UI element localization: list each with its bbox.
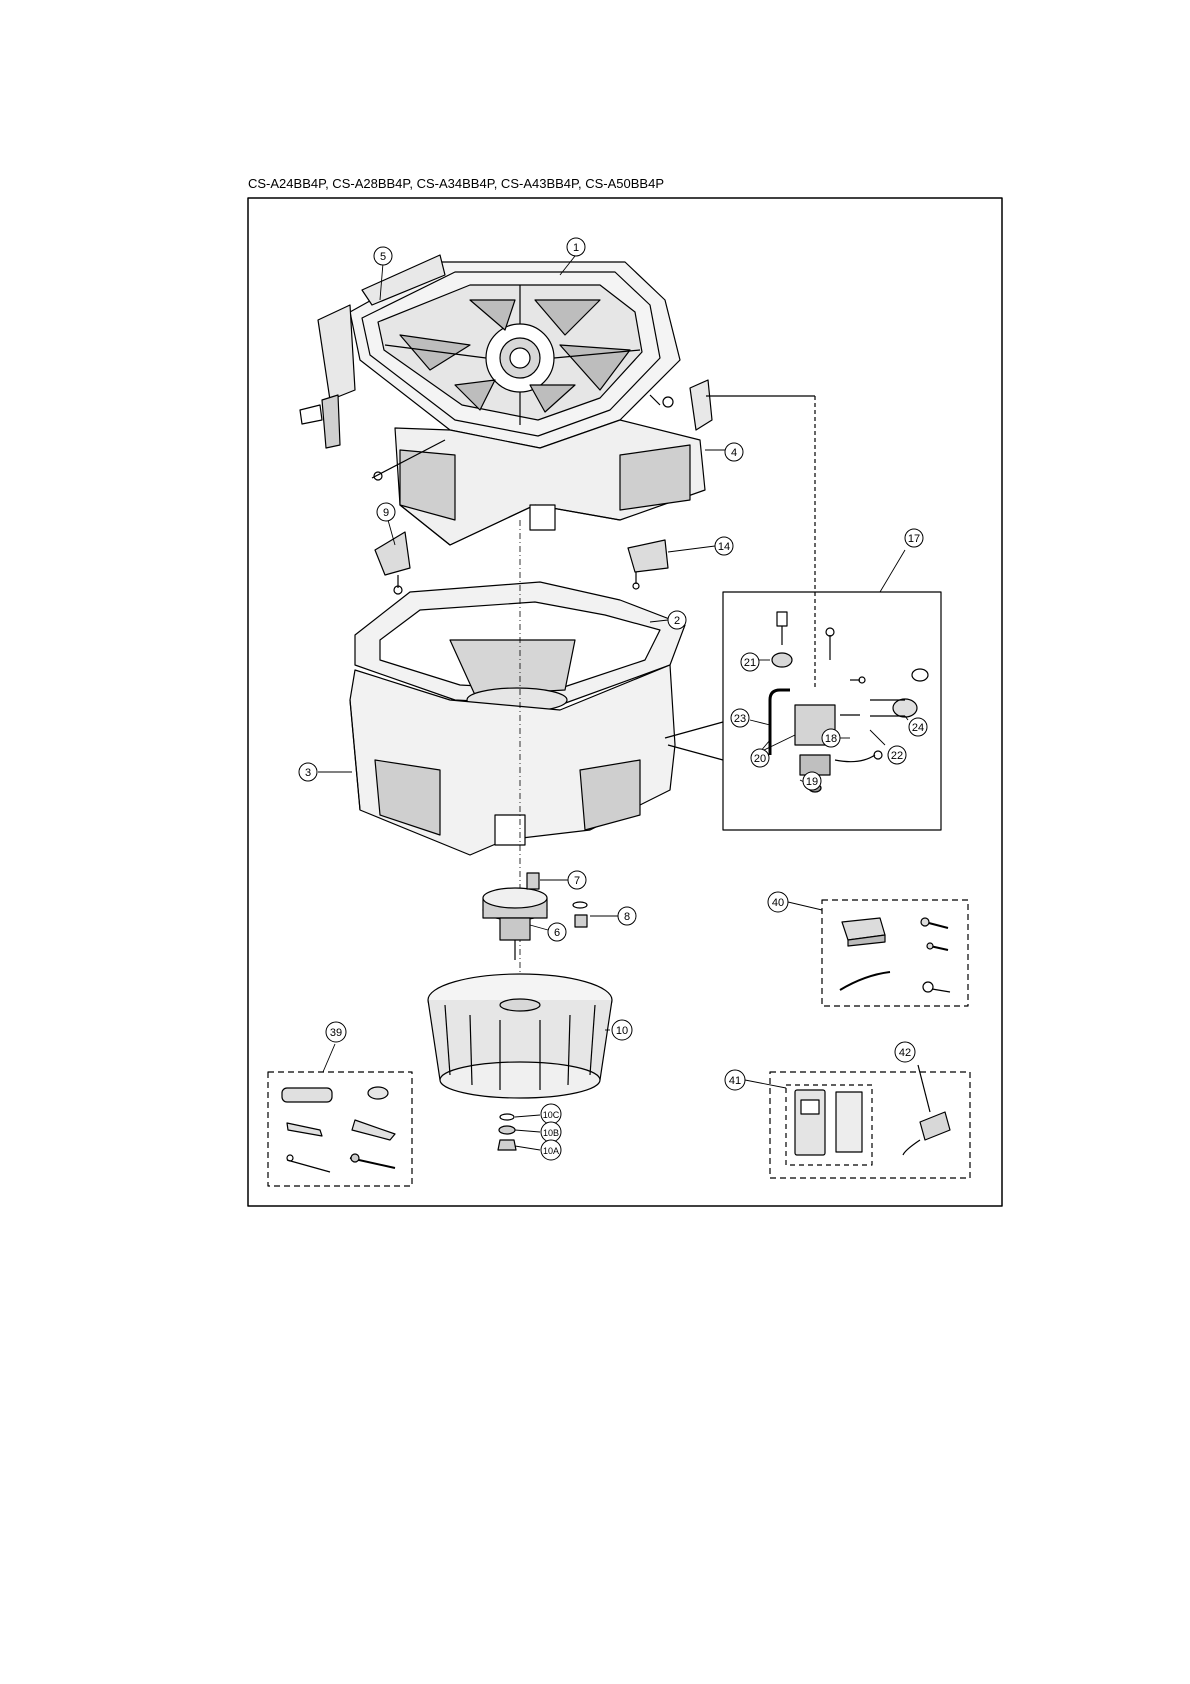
- accessory-box-39: [268, 1072, 412, 1186]
- callout-21: 21: [744, 657, 756, 669]
- callout-39: 39: [330, 1027, 342, 1039]
- part-7-bushing: [527, 873, 539, 889]
- callout-10c: 10C: [543, 1110, 560, 1120]
- callout-7: 7: [574, 875, 580, 887]
- callout-42: 42: [899, 1047, 911, 1059]
- fan-motor: [483, 888, 547, 960]
- accessory-box-41-42: [770, 1065, 970, 1178]
- callout-10b: 10B: [543, 1128, 559, 1138]
- accessory-box-40: [822, 900, 968, 1006]
- callout-6: 6: [554, 927, 560, 939]
- callout-19: 19: [806, 776, 818, 788]
- callout-22: 22: [891, 750, 903, 762]
- callout-23: 23: [734, 713, 746, 725]
- callout-1: 1: [573, 242, 579, 254]
- callout-20: 20: [754, 753, 766, 765]
- turbo-fan: [428, 974, 612, 1098]
- callout-10a: 10A: [543, 1146, 559, 1156]
- callout-5: 5: [380, 251, 386, 263]
- callout-14: 14: [718, 541, 730, 553]
- fan-fasteners: [498, 1114, 516, 1150]
- part-8-washers: [573, 902, 587, 927]
- callout-2: 2: [674, 615, 680, 627]
- callout-4: 4: [731, 447, 737, 459]
- callout-9: 9: [383, 507, 389, 519]
- callout-41: 41: [729, 1075, 741, 1087]
- callout-10: 10: [616, 1025, 628, 1037]
- callout-3: 3: [305, 767, 311, 779]
- callout-8: 8: [624, 911, 630, 923]
- callout-18: 18: [825, 733, 837, 745]
- top-cabinet-plate: [300, 255, 712, 448]
- bracket-14: [628, 540, 668, 589]
- bracket-9: [375, 532, 410, 594]
- sensor-assembly-box: [665, 396, 941, 830]
- callout-40: 40: [772, 897, 784, 909]
- callout-24: 24: [912, 722, 924, 734]
- callout-17: 17: [908, 533, 920, 545]
